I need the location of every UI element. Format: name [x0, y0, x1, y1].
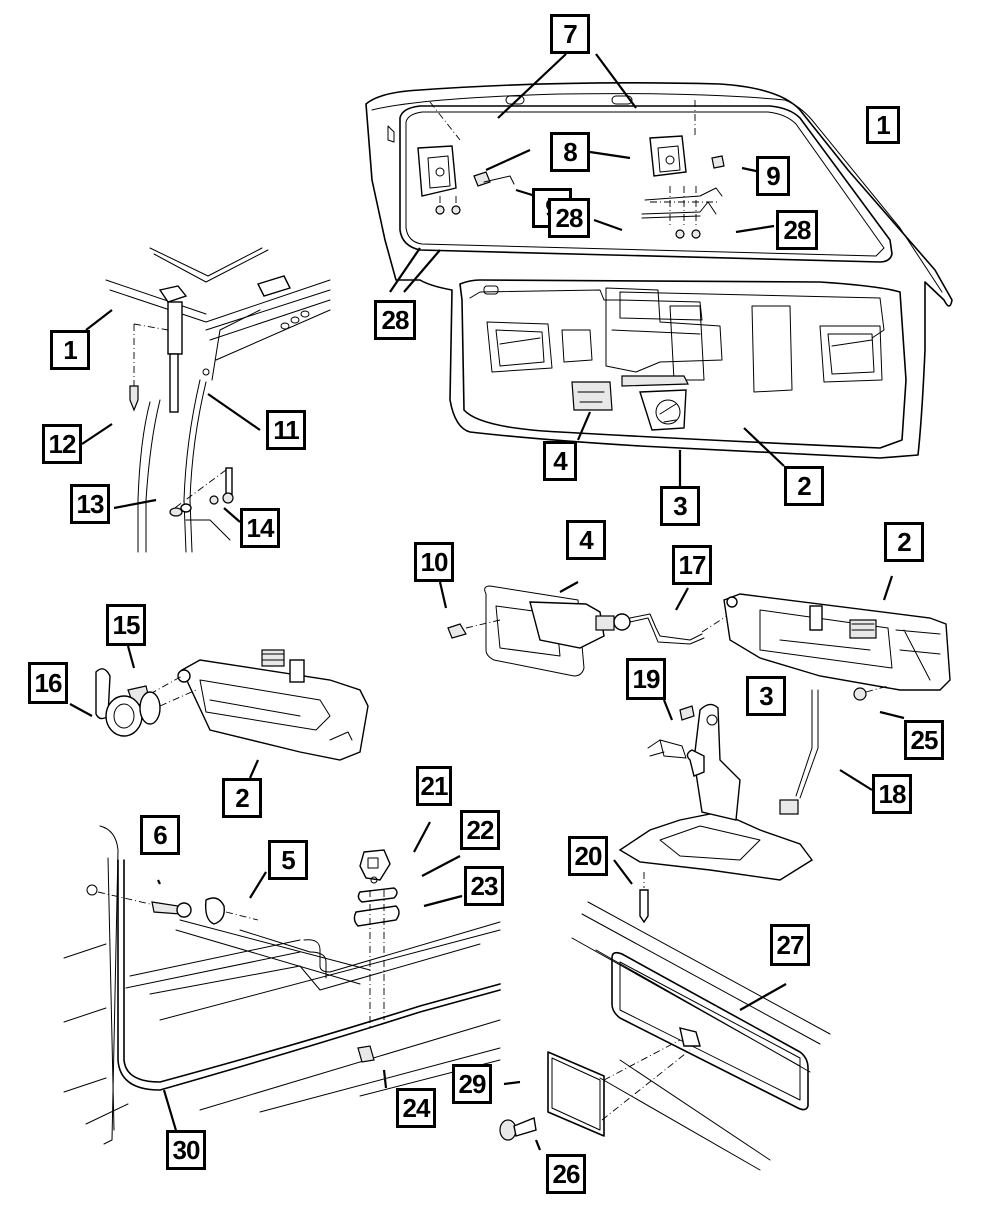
callout-4: 4	[543, 441, 577, 481]
callout-5: 5	[268, 840, 308, 880]
latch-handle-left-illustration	[95, 649, 369, 761]
callout-1: 1	[50, 330, 90, 370]
leader-lines	[69, 53, 905, 1151]
callout-12: 12	[42, 424, 82, 464]
callout-6: 6	[140, 815, 180, 855]
callout-10: 10	[414, 542, 454, 582]
callout-24: 24	[396, 1088, 436, 1128]
callout-7: 7	[550, 14, 590, 54]
callout-4: 4	[566, 520, 606, 560]
callout-18: 18	[872, 774, 912, 814]
callout-20: 20	[568, 836, 608, 876]
callout-1: 1	[866, 106, 900, 144]
callout-29: 29	[452, 1064, 492, 1104]
callout-22: 22	[460, 810, 500, 850]
callout-28: 28	[776, 210, 818, 250]
callout-14: 14	[240, 508, 280, 548]
callout-28: 28	[548, 198, 590, 238]
callout-23: 23	[464, 866, 504, 906]
prop-rod-illustration	[105, 247, 331, 553]
actuator-and-latch-illustration	[447, 585, 951, 924]
callout-11: 11	[266, 410, 306, 450]
callout-8: 8	[550, 132, 590, 172]
liftgate-illustration	[365, 82, 953, 459]
rear-panel-illustration	[499, 901, 831, 1171]
callout-17: 17	[672, 545, 712, 585]
callout-2: 2	[884, 522, 924, 562]
callout-30: 30	[166, 1130, 206, 1170]
callout-2: 2	[784, 466, 824, 506]
callout-25: 25	[904, 720, 944, 760]
body-opening-illustration	[63, 825, 501, 1145]
callout-28: 28	[374, 300, 416, 340]
callout-26: 26	[546, 1154, 586, 1194]
callout-9: 9	[756, 156, 790, 196]
callout-13: 13	[70, 484, 110, 524]
callout-3: 3	[746, 676, 786, 716]
callout-15: 15	[106, 604, 146, 646]
callout-2: 2	[222, 778, 262, 818]
callout-3: 3	[660, 486, 700, 526]
callout-16: 16	[28, 662, 68, 704]
callout-27: 27	[770, 924, 810, 966]
callout-19: 19	[626, 658, 666, 700]
callout-21: 21	[416, 766, 452, 806]
